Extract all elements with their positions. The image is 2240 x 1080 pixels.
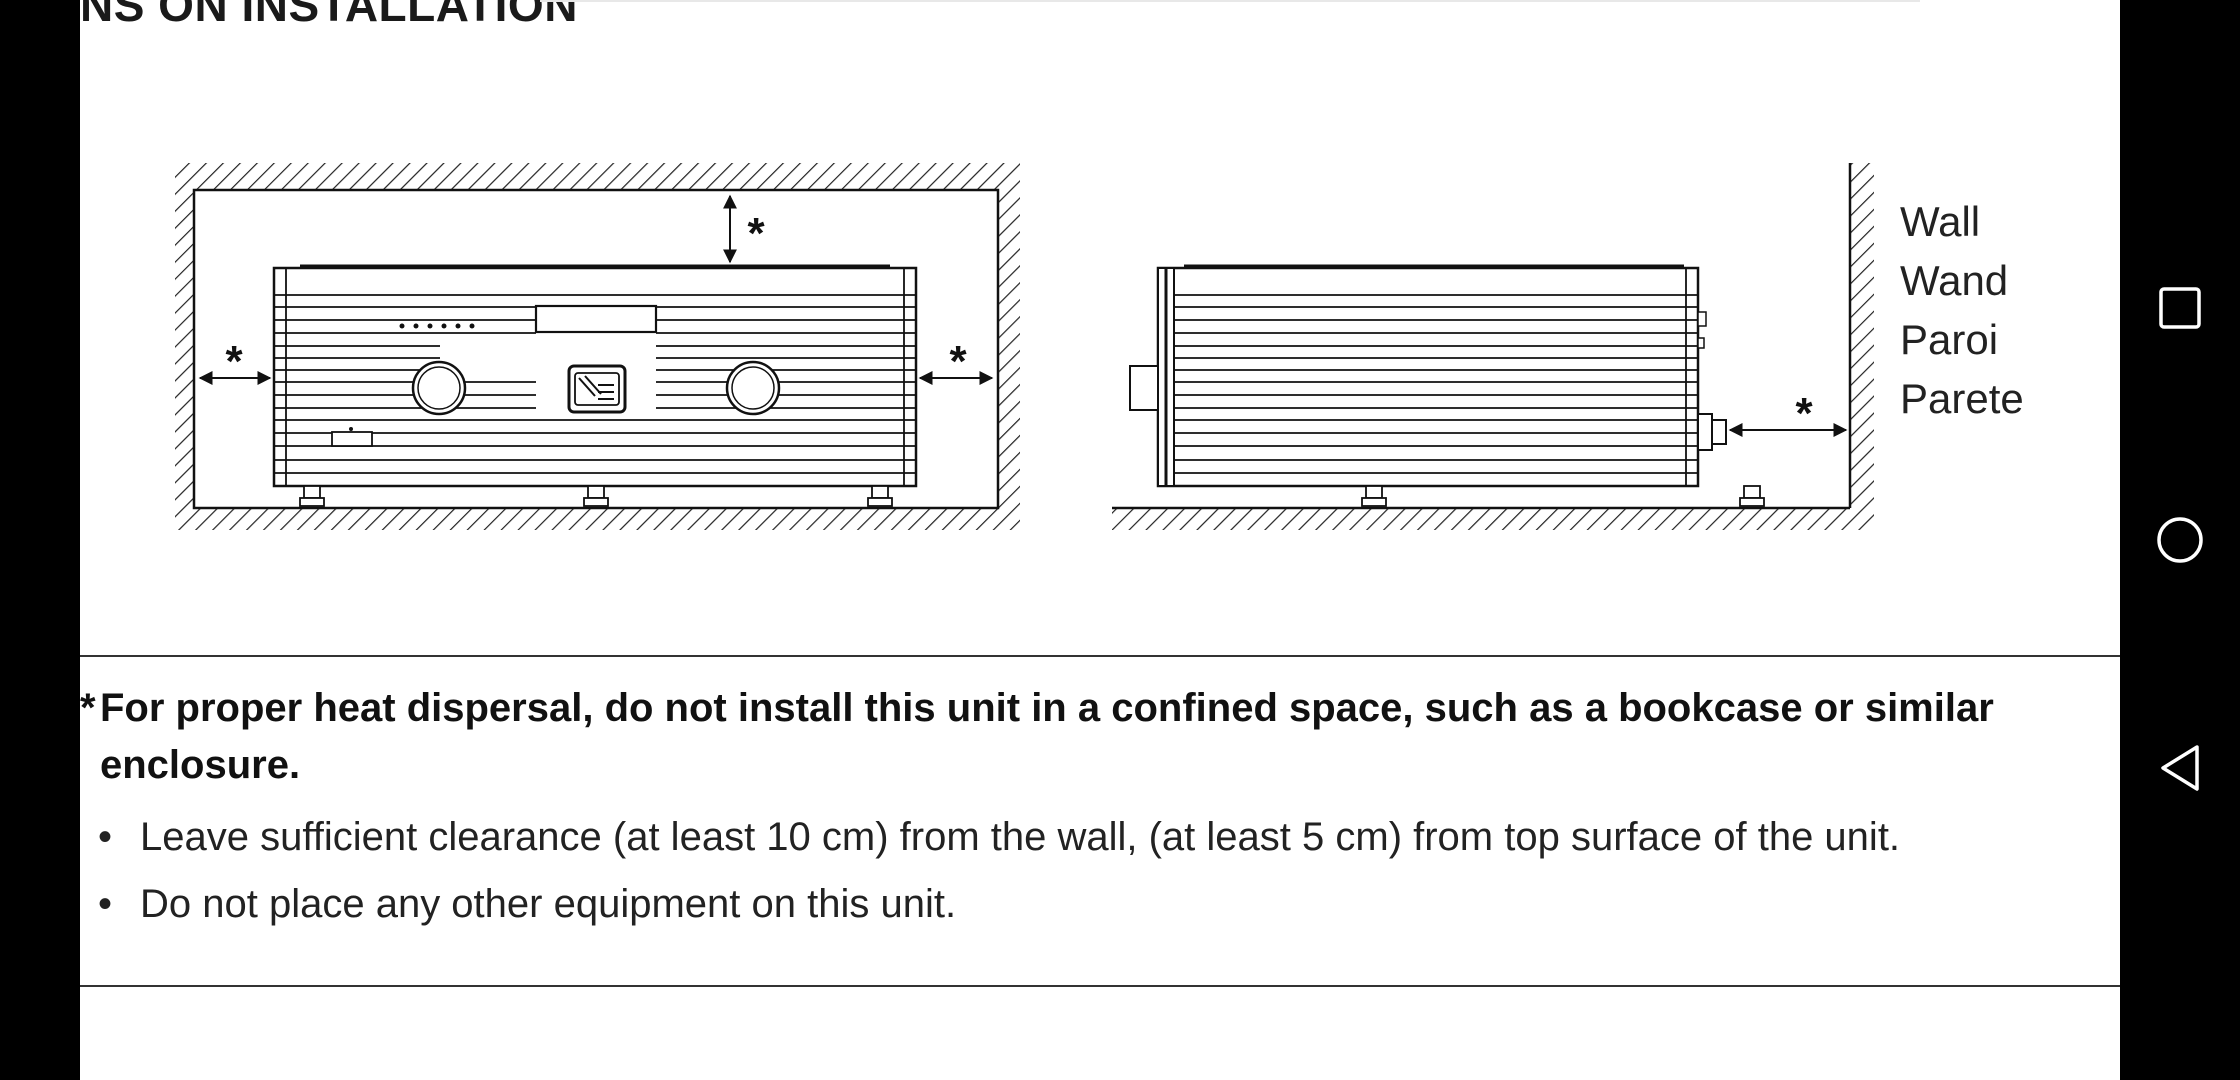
right-clearance-mark: * xyxy=(949,337,967,386)
right-knob xyxy=(725,360,781,416)
section-divider-bottom xyxy=(80,985,2120,987)
bullet-marker: • xyxy=(98,815,113,859)
notice-marker: * xyxy=(80,686,96,730)
bullet-marker: • xyxy=(98,882,113,926)
section-divider-top xyxy=(80,655,2120,657)
wall-clearance-mark: * xyxy=(1795,389,1813,438)
wall-label-de: Wand xyxy=(1900,257,2009,304)
home-icon xyxy=(2157,517,2203,563)
recent-apps-icon xyxy=(2159,287,2201,329)
enclosure-outline xyxy=(192,188,1000,510)
recent-apps-button[interactable] xyxy=(2140,268,2220,348)
back-icon xyxy=(2161,745,2199,791)
notice-text: For proper heat dispersal, do not instal… xyxy=(100,686,1994,787)
home-button[interactable] xyxy=(2140,500,2220,580)
page-title: NS ON INSTALLATION xyxy=(80,0,578,31)
floor-hatch xyxy=(1112,508,1874,530)
wall-label-list: Wall Wand Paroi Parete xyxy=(1900,192,2024,428)
top-divider xyxy=(540,0,1920,2)
unit-side xyxy=(1129,264,1765,507)
system-nav-bar xyxy=(2120,0,2240,1080)
unit-front xyxy=(272,264,918,507)
heat-dispersal-notice: * For proper heat dispersal, do not inst… xyxy=(80,680,2090,794)
document-page: NS ON INSTALLATION xyxy=(80,0,2120,1080)
side-view: * xyxy=(1112,163,1874,530)
wall-label-it: Parete xyxy=(1900,375,2024,422)
left-knob xyxy=(411,360,467,416)
clearance-bullet-list: • Leave sufficient clearance (at least 1… xyxy=(98,804,2098,938)
top-clearance-mark: * xyxy=(747,209,765,258)
back-button[interactable] xyxy=(2140,728,2220,808)
bullet-text: Leave sufficient clearance (at least 10 … xyxy=(140,815,1901,859)
wall-label-en: Wall xyxy=(1900,198,1981,245)
bullet-text: Do not place any other equipment on this… xyxy=(140,882,957,926)
installation-diagram: * * * xyxy=(175,163,1874,530)
front-view: * * * xyxy=(175,163,1020,530)
wall-label-fr: Paroi xyxy=(1900,316,1999,363)
list-item: • Leave sufficient clearance (at least 1… xyxy=(98,804,2098,871)
left-clearance-mark: * xyxy=(225,337,243,386)
wall-hatch xyxy=(1850,163,1874,508)
list-item: • Do not place any other equipment on th… xyxy=(98,871,2098,938)
